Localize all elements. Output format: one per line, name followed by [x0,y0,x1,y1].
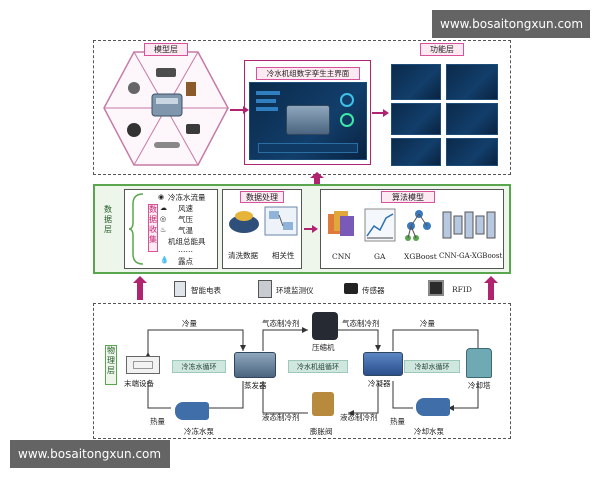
model-xgboost-label: XGBoost [404,252,437,261]
correlation-label: 相关性 [272,251,295,260]
digital-twin-panel [244,60,371,165]
function-screen-3 [391,103,441,135]
function-screen-4 [446,103,498,135]
physical-section [93,303,511,439]
data-item-6: 露点 [178,257,193,266]
model-ga-label: GA [374,252,386,261]
physical-flow-lines [145,327,481,416]
chiller-model-icon [286,105,330,135]
model-cnn-label: CNN [332,252,351,261]
data-item-5: …… [178,245,193,254]
algorithm-label: 算法模型 [381,191,435,203]
expansion-valve-icon [312,392,334,416]
unit-loop-bar: 冷水机组循环 [288,360,348,373]
liquid-ref-right-label: 液态制冷剂 [340,413,378,422]
data-collect-label: 数据收集 [148,204,158,252]
data-layer-label: 数据层 [104,205,112,234]
cooling-loop-bar: 冷却水循环 [404,360,460,373]
rfid-icon [428,280,444,296]
watermark-bottom: www.bosaitongxun.com [10,440,170,468]
heat-left-label: 热量 [150,417,165,426]
dewpoint-icon: 💧 [160,256,169,264]
correlation-icon [264,206,298,236]
cooling-pump-label: 冷却水泵 [414,427,444,436]
clean-data-icon [229,211,259,233]
arrow-screen-to-function [372,109,389,117]
sensor-meter-label: 智能电表 [191,286,221,295]
arrow-physical-to-data-left [133,276,147,300]
data-item-4: 机组总能具 [168,237,206,246]
gas-ref-right-label: 气态制冷剂 [342,319,380,328]
heat-right-label: 热量 [390,417,405,426]
data-collect-box [124,189,218,269]
chilled-loop-bar: 冷冻水循环 [172,360,226,373]
data-item-2: 气压 [178,215,193,224]
wind-icon: ☁ [160,204,167,212]
pressure-icon: ◎ [160,215,167,223]
condenser-label: 冷凝器 [368,379,391,388]
model-layer-hexagon [103,51,229,166]
xgboost-icon [405,210,431,241]
function-screen-2 [446,64,498,100]
function-layer-label: 功能层 [420,43,464,56]
model-cnn-ga-xgboost-label: CNN-GA-XGBoost [439,252,503,260]
ga-icon [364,208,396,242]
function-screen-5 [391,138,441,166]
rfid-label: RFID [452,285,472,294]
sensor-chip-icon [344,283,358,294]
gas-ref-left-label: 气态制冷剂 [262,319,300,328]
data-item-1: 风速 [178,204,193,213]
smart-meter-icon [174,281,186,297]
sensor-env-label: 环境监测仪 [276,286,314,295]
function-screen-6 [446,138,498,166]
cooling-tower-icon [466,348,492,378]
compressor-icon [312,312,338,340]
terminal-label: 末端设备 [124,379,154,388]
compressor-label: 压缩机 [312,343,335,352]
evaporator-label: 蒸发器 [244,381,267,390]
arrow-processing-to-algorithm [304,225,318,233]
evaporator-icon [234,352,276,378]
model-layer-label: 模型层 [144,43,188,56]
clean-data-label: 清洗数据 [228,251,258,260]
arrow-physical-to-data-right [484,276,498,300]
collect-bracket [129,193,144,265]
sensor-label: 传感器 [362,286,385,295]
cold-top-label: 冷量 [182,319,197,328]
top-section [93,40,511,175]
tower-label: 冷却塔 [468,381,491,390]
function-screen-1 [391,64,441,100]
chilled-pump-label: 冷冻水泵 [184,427,214,436]
terminal-unit-icon [126,356,160,374]
env-monitor-icon [258,280,272,298]
condenser-icon [363,352,403,376]
arrow-data-to-top [310,172,324,186]
cooling-pump-icon [416,398,450,416]
chilled-pump-icon [175,402,209,420]
data-item-3: 气温 [178,226,193,235]
data-item-0: 冷冻水流量 [168,193,206,202]
watermark-top: www.bosaitongxun.com [432,10,590,38]
cnn-ga-xgboost-icon [442,211,496,239]
digital-twin-title: 冷水机组数字孪生主界面 [256,67,360,80]
flow-icon: ◉ [158,193,165,201]
data-processing-label: 数据处理 [240,191,284,203]
temperature-icon: ♨ [160,226,167,234]
cnn-icon [328,211,354,236]
cold-right-label: 冷量 [420,319,435,328]
digital-twin-screen [249,82,367,160]
expansion-valve-label: 膨胀阀 [310,427,333,436]
liquid-ref-left-label: 液态制冷剂 [262,413,300,422]
physical-layer-label: 物理层 [105,345,117,385]
